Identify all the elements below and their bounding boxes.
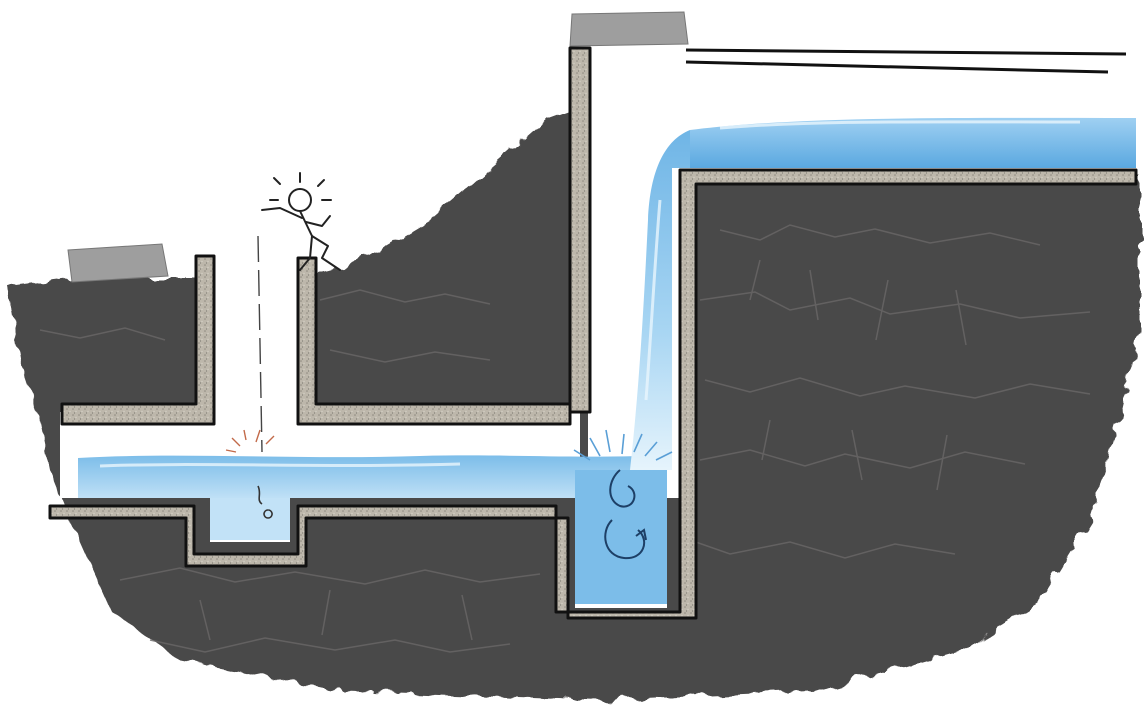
water-small-sump <box>210 498 290 540</box>
manhole-lid-left <box>68 244 168 282</box>
water-main-pipe <box>78 455 640 498</box>
manhole-lid-top <box>570 12 688 46</box>
manhole-shaft-interior <box>214 256 300 416</box>
water-sump-pit <box>575 470 667 604</box>
stick-figure-icon <box>262 173 340 270</box>
tall-shaft-left-wall <box>570 48 590 412</box>
